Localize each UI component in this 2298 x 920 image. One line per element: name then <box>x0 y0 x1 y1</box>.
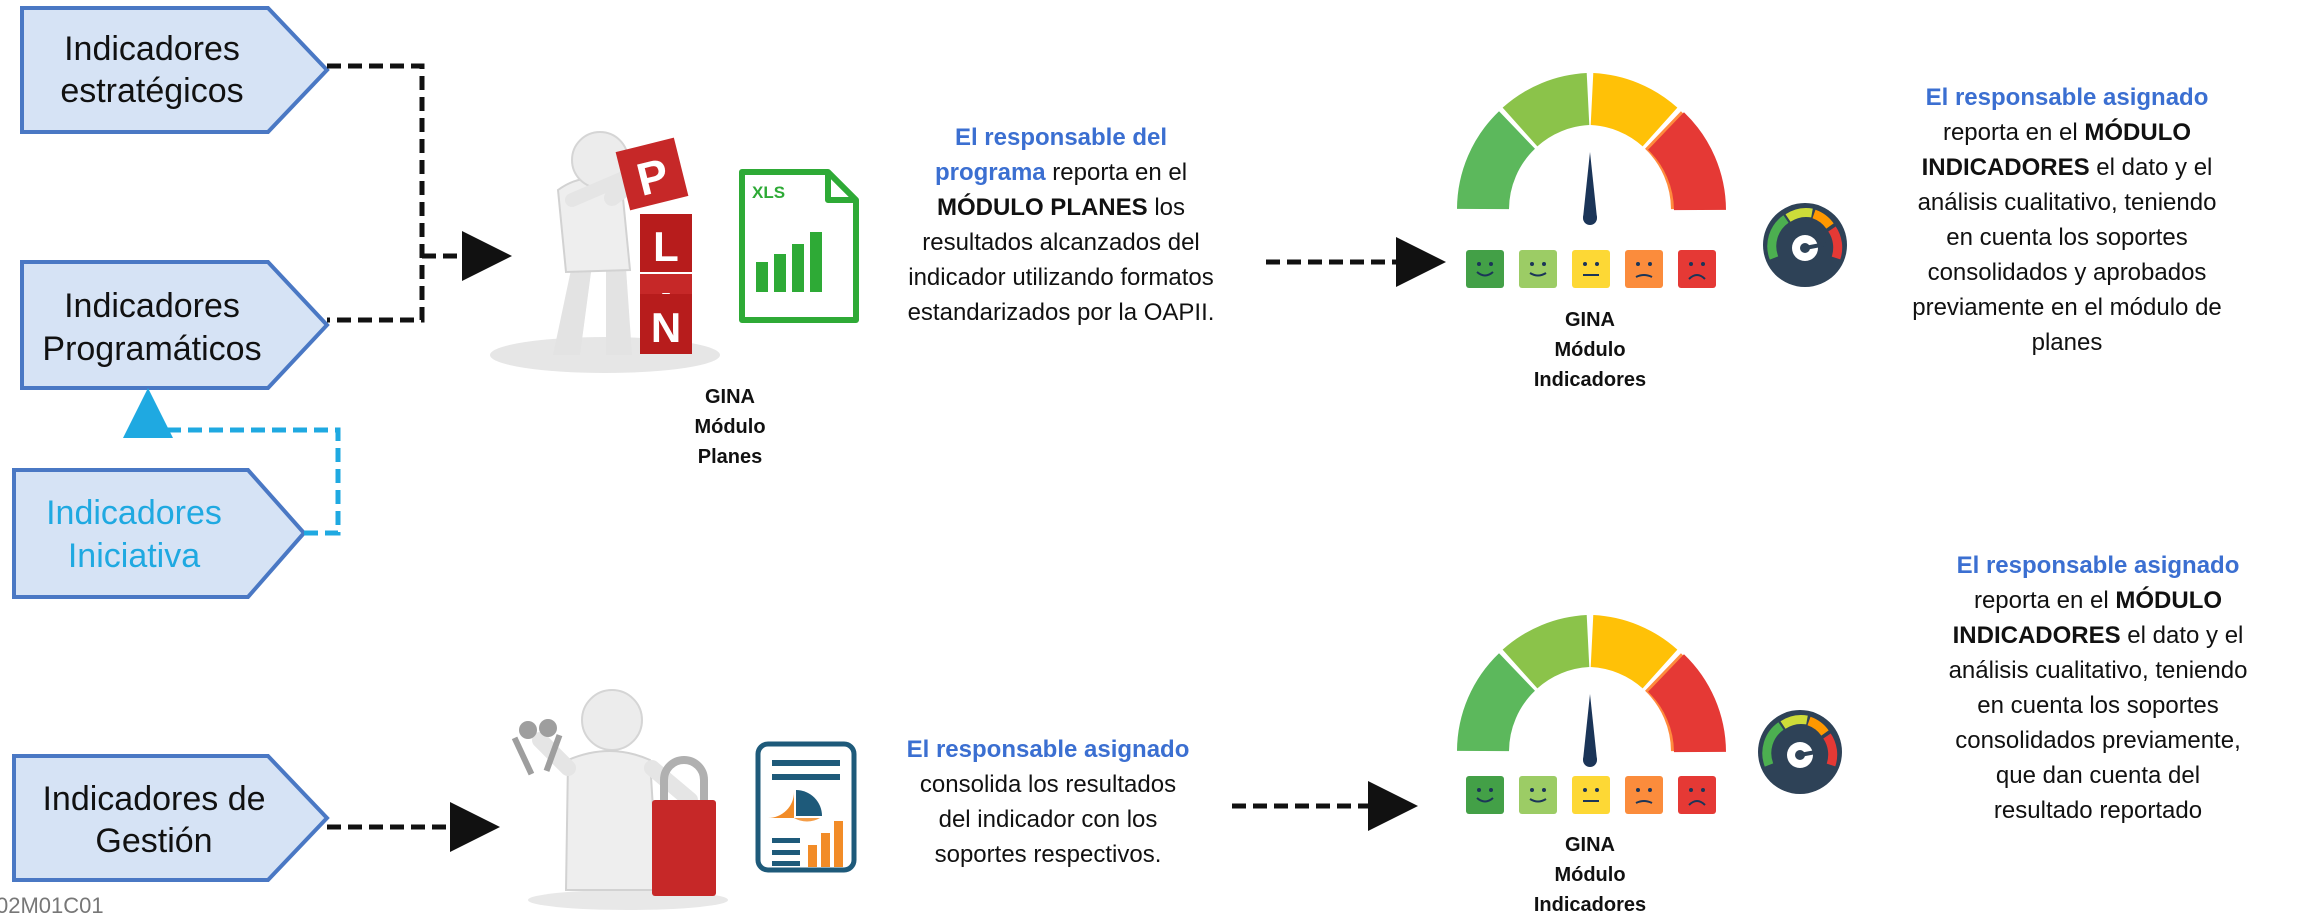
mood-faces-top <box>1466 250 1716 288</box>
text-responsable-programa: El responsable del programa reporta en e… <box>903 120 1219 330</box>
plain-text: reporta en el <box>1973 587 2116 614</box>
report-document-icon <box>755 741 857 873</box>
caption-ind-top-line1: GINA <box>1565 309 1615 331</box>
plan-letter-n: N <box>651 304 681 351</box>
plain-text: el dato y el análisis cualitativo, tenie… <box>1912 154 2222 356</box>
plan-letter-l: L <box>653 223 679 270</box>
caption-ind-bottom-line3: Indicadores <box>1533 894 1647 916</box>
caption-ind-bottom-line1: GINA <box>1565 834 1615 856</box>
chevron-programaticos: Indicadores Programáticos <box>20 260 330 390</box>
caption-gina-indicadores-bottom: GINA Módulo Indicadores <box>1500 830 1680 920</box>
bold-text: MÓDULO PLANES <box>936 194 1148 221</box>
highlight-text: El responsable asignado <box>1925 84 2209 111</box>
cyan-connector <box>123 388 341 536</box>
text-responsable-consolida: El responsable asignado consolida los re… <box>902 732 1194 872</box>
text-responsable-asignado-top: El responsable asignado reporta en el MÓ… <box>1912 80 2222 360</box>
speedometer-bottom-icon <box>1758 710 1842 794</box>
chevron-programaticos-line2: Programáticos <box>42 330 261 368</box>
mood-faces-bottom <box>1466 776 1716 814</box>
chevron-gestion-line2: Gestión <box>95 822 212 860</box>
speedometer-top-icon <box>1763 203 1847 287</box>
plain-text: reporta en el <box>1045 159 1188 186</box>
caption-ind-bottom-line2: Módulo <box>1554 864 1626 886</box>
caption-gina-indicadores-top: GINA Módulo Indicadores <box>1500 305 1680 395</box>
bold-text: MÓDULO INDICADORES <box>1921 119 2192 181</box>
chevron-gestion-line1: Indicadores de <box>42 780 265 818</box>
xls-label: XLS <box>752 183 785 202</box>
highlight-text: El responsable asignado <box>906 736 1190 763</box>
security-figure-icon <box>511 689 728 910</box>
text-responsable-asignado-bottom: El responsable asignado reporta en el MÓ… <box>1948 548 2248 828</box>
caption-gina-planes: GINA Módulo Planes <box>660 382 800 472</box>
chevron-iniciativa: Indicadores Iniciativa <box>12 468 307 599</box>
plain-text: los resultados alcanzados del indicador … <box>907 194 1215 326</box>
chevron-iniciativa-line2: Iniciativa <box>68 537 200 575</box>
chevron-estrategicos: Indicadores estratégicos <box>20 6 330 134</box>
plan-figure-icon: P L A N <box>490 131 720 373</box>
caption-ind-top-line2: Módulo <box>1554 339 1626 361</box>
bracket-connector <box>327 63 425 323</box>
caption-planes-line2: Módulo <box>694 416 766 438</box>
highlight-text: El responsable del programa <box>934 124 1168 186</box>
highlight-text: El responsable asignado <box>1956 552 2240 579</box>
xls-file-icon: XLS <box>739 169 859 323</box>
chevron-iniciativa-line1: Indicadores <box>46 494 222 532</box>
caption-planes-line3: Planes <box>697 446 763 468</box>
chevron-gestion: Indicadores de Gestión <box>12 754 330 882</box>
caption-ind-top-line3: Indicadores <box>1533 369 1647 391</box>
plain-text: consolida los resultados del indicador c… <box>919 771 1177 868</box>
caption-planes-line1: GINA <box>705 386 755 408</box>
footer-code: 02M01C01 <box>0 893 104 918</box>
plain-text: reporta en el <box>1942 119 2085 146</box>
chevron-programaticos-line1: Indicadores <box>64 287 240 325</box>
bold-text: MÓDULO INDICADORES <box>1952 587 2223 649</box>
plain-text: el dato y el análisis cualitativo, tenie… <box>1948 622 2248 824</box>
chevron-estrategicos-line1: Indicadores <box>64 30 240 68</box>
chevron-estrategicos-line2: estratégicos <box>60 72 243 110</box>
